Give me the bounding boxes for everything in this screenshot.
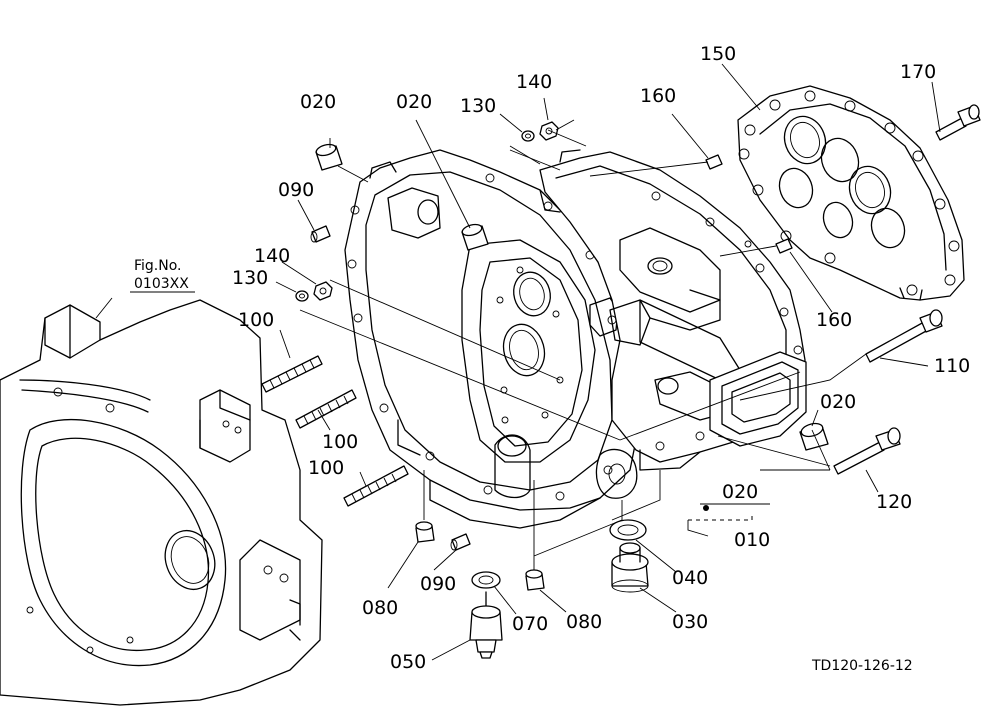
washer-070	[471, 571, 501, 589]
pin-160-lower	[775, 238, 793, 254]
callout-110: 110	[934, 355, 970, 377]
dowel-pin-090-upper	[310, 225, 331, 243]
bolt-170	[935, 104, 981, 141]
dowel-pin-090-lower	[450, 533, 471, 551]
fig-ref-line2: 0103XX	[134, 276, 189, 292]
callout-070: 070	[512, 613, 548, 635]
plate-150-drawing	[737, 85, 965, 301]
callout-100-lower: 100	[308, 457, 344, 479]
stud-100-lower	[343, 465, 409, 507]
gear-case-drawing	[539, 149, 807, 471]
callout-030: 030	[672, 611, 708, 633]
callout-100-middle: 100	[322, 431, 358, 453]
callout-080-left: 080	[362, 597, 398, 619]
washer-130-left	[295, 290, 309, 302]
callout-100-upper: 100	[238, 309, 274, 331]
callout-140-top: 140	[516, 71, 552, 93]
callout-120: 120	[876, 491, 912, 513]
engine-block-drawing	[0, 299, 323, 706]
callout-040: 040	[672, 567, 708, 589]
gasket-040	[609, 519, 647, 541]
nut-140-top	[539, 121, 559, 141]
sleeve-020-housing	[461, 223, 489, 251]
callout-130-top: 130	[460, 95, 496, 117]
stud-100-upper	[261, 355, 323, 393]
bolt-120	[833, 427, 901, 475]
stud-100-middle	[295, 389, 357, 429]
callout-160-upper: 160	[640, 85, 676, 107]
callout-090-lower: 090	[420, 573, 456, 595]
sleeve-020-top-left	[315, 143, 343, 171]
callout-140-left: 140	[254, 245, 290, 267]
callout-020-top-left: 020	[300, 91, 336, 113]
callout-090-upper: 090	[278, 179, 314, 201]
drain-plug-030	[611, 542, 649, 593]
callout-130-left: 130	[232, 267, 268, 289]
leader-lines	[95, 63, 941, 661]
callout-080-right: 080	[566, 611, 602, 633]
plug-080-left	[415, 521, 435, 543]
plug-080-right	[525, 569, 545, 591]
nut-140-left	[313, 281, 333, 301]
pin-160-upper	[705, 154, 723, 170]
callout-170: 170	[900, 61, 936, 83]
sleeve-020-right	[799, 422, 829, 451]
callout-160-lower: 160	[816, 309, 852, 331]
callout-150: 150	[700, 43, 736, 65]
bolt-110	[865, 309, 943, 363]
washer-130-top	[521, 130, 535, 142]
callout-020-lower: 020	[722, 481, 758, 503]
flywheel-housing-drawing	[344, 149, 641, 529]
callout-labels: Fig.No. 0103XX 020 020 020 020 010 030 0…	[134, 43, 970, 674]
callout-020-top-center: 020	[396, 91, 432, 113]
sensor-050	[469, 591, 503, 659]
marker-dot	[703, 505, 709, 511]
drawing-code: TD120-126-12	[811, 658, 913, 674]
fig-ref-line1: Fig.No.	[134, 258, 182, 274]
callout-020-right: 020	[820, 391, 856, 413]
callout-050: 050	[390, 651, 426, 673]
callout-010: 010	[734, 529, 770, 551]
